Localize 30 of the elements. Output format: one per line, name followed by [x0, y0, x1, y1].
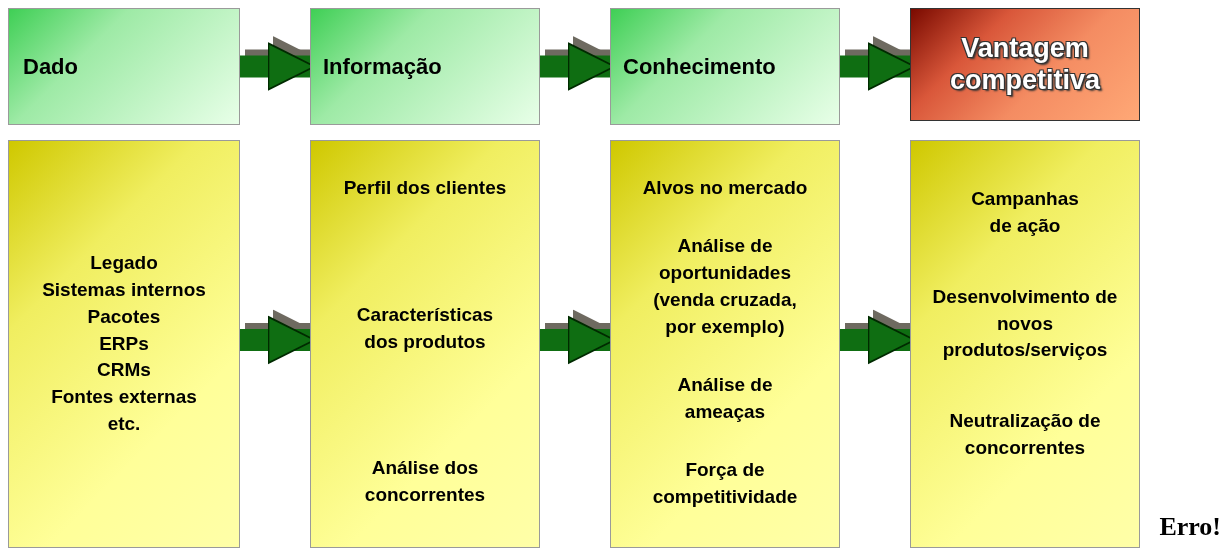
detail-box — [610, 140, 840, 548]
item-text: Análise de ameaças — [676, 373, 774, 424]
error-note: Erro! — [1159, 512, 1221, 542]
item-text: Fontes externas — [51, 385, 197, 410]
item-text: Campanhas de ação — [970, 186, 1080, 238]
detail-box — [8, 140, 240, 548]
stage-title: Conhecimento — [623, 52, 776, 81]
item-text: Alvos no mercado — [642, 176, 808, 200]
item-text: Perfil dos clientes — [343, 176, 507, 200]
stage-box — [610, 8, 840, 125]
item-text: etc. — [107, 412, 141, 437]
item-text: Sistemas internos — [42, 277, 206, 302]
item-text: CRMs — [97, 358, 151, 383]
item-text: Neutralização de concorrentes — [948, 409, 1102, 461]
stage-title: Dado — [23, 52, 78, 81]
stage-title: Vantagem competitiva — [948, 33, 1102, 96]
item-text: Força de competitividade — [651, 458, 799, 510]
detail-box — [910, 140, 1140, 548]
stage-title: Informação — [323, 52, 442, 81]
item-text: Pacotes — [87, 304, 161, 329]
item-text: Análise de oportunidades (venda cruzada, por exemplo) — [652, 234, 798, 339]
stage-box — [310, 8, 540, 125]
item-text: Desenvolvimento de novos produtos/serviços — [931, 284, 1119, 363]
item-text: Características dos produtos — [355, 302, 495, 354]
stage-box — [8, 8, 240, 125]
item-text: ERPs — [99, 331, 149, 356]
item-text: Legado — [90, 250, 158, 275]
item-text: Análise dos concorrentes — [363, 456, 487, 508]
detail-box — [310, 140, 540, 548]
goal-box — [910, 8, 1140, 121]
